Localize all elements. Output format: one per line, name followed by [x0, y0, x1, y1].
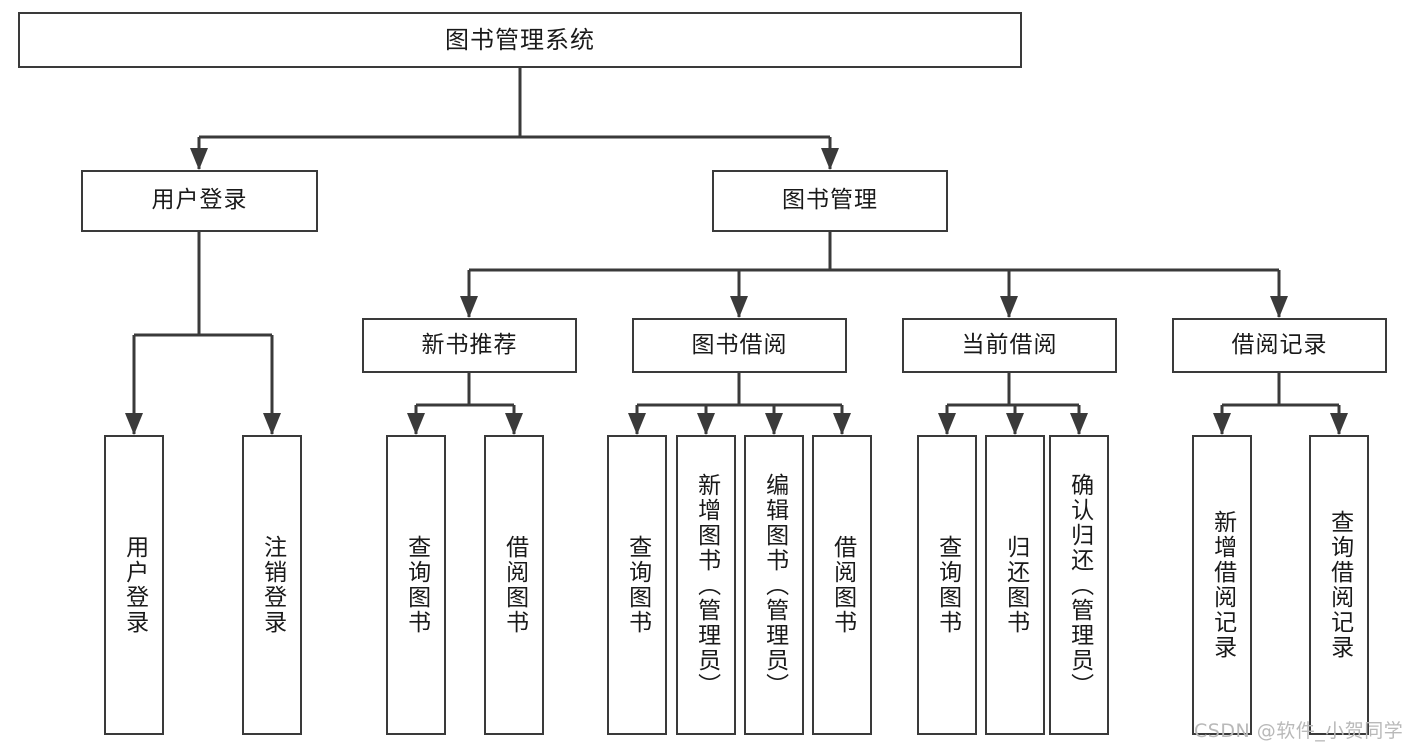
node-label: 查询图书: [624, 535, 651, 635]
node-label: 查询图书: [403, 535, 430, 635]
node-leaf-logout[interactable]: 注销登录: [242, 435, 302, 735]
edge-new-book-recommend-to-leaves-arrow-0: [407, 413, 425, 435]
edge-book-manage-to-level3-arrow-3: [1270, 296, 1288, 318]
node-root[interactable]: 图书管理系统: [18, 12, 1022, 68]
node-label: 注销登录: [259, 535, 286, 635]
node-current-borrow[interactable]: 当前借阅: [902, 318, 1117, 373]
node-book-manage[interactable]: 图书管理: [712, 170, 948, 232]
node-borrow-record[interactable]: 借阅记录: [1172, 318, 1387, 373]
node-label: 图书借阅: [691, 331, 788, 358]
node-label: 图书管理系统: [445, 25, 595, 54]
node-leaf-edit-book[interactable]: 编辑图书（管理员）: [744, 435, 804, 735]
edge-root-to-level2-arrow-0: [190, 148, 208, 170]
node-leaf-user-login[interactable]: 用户登录: [104, 435, 164, 735]
node-leaf-confirm-return[interactable]: 确认归还（管理员）: [1049, 435, 1109, 735]
node-label: 编辑图书（管理员）: [761, 472, 788, 698]
node-leaf-query-book-rec[interactable]: 查询图书: [386, 435, 446, 735]
node-book-borrow[interactable]: 图书借阅: [632, 318, 847, 373]
edge-book-borrow-to-leaves-arrow-0: [628, 413, 646, 435]
node-label: 新书推荐: [421, 331, 518, 358]
node-label: 借阅图书: [501, 535, 528, 635]
edge-book-manage-to-level3-arrow-0: [460, 296, 478, 318]
node-label: 用户登录: [121, 535, 148, 635]
watermark-text: CSDN @软件_小贺同学: [1194, 720, 1404, 742]
node-label: 借阅记录: [1231, 331, 1328, 358]
node-user-login[interactable]: 用户登录: [81, 170, 318, 232]
edge-current-borrow-to-leaves-arrow-1: [1006, 413, 1024, 435]
edge-root-to-level2-arrow-1: [821, 148, 839, 170]
edge-new-book-recommend-to-leaves-arrow-1: [505, 413, 523, 435]
node-label: 借阅图书: [829, 535, 856, 635]
edge-book-manage-to-level3-arrow-1: [730, 296, 748, 318]
node-label: 确认归还（管理员）: [1066, 472, 1093, 698]
node-label: 新增借阅记录: [1209, 510, 1236, 660]
edge-borrow-record-to-leaves-arrow-1: [1330, 413, 1348, 435]
edge-book-borrow-to-leaves-arrow-1: [697, 413, 715, 435]
node-leaf-query-book-borrow[interactable]: 查询图书: [607, 435, 667, 735]
edge-borrow-record-to-leaves-arrow-0: [1213, 413, 1231, 435]
node-label: 查询借阅记录: [1326, 510, 1353, 660]
node-label: 查询图书: [934, 535, 961, 635]
node-leaf-add-record[interactable]: 新增借阅记录: [1192, 435, 1252, 735]
node-leaf-query-book-cur[interactable]: 查询图书: [917, 435, 977, 735]
edge-user-login-to-leaves-arrow-1: [263, 413, 281, 435]
node-leaf-query-record[interactable]: 查询借阅记录: [1309, 435, 1369, 735]
node-leaf-return-book[interactable]: 归还图书: [985, 435, 1045, 735]
edge-book-manage-to-level3-arrow-2: [1000, 296, 1018, 318]
edge-book-borrow-to-leaves-arrow-3: [833, 413, 851, 435]
node-label: 当前借阅: [961, 331, 1058, 358]
edge-book-borrow-to-leaves-arrow-2: [765, 413, 783, 435]
node-leaf-add-book[interactable]: 新增图书（管理员）: [676, 435, 736, 735]
node-leaf-borrow-book[interactable]: 借阅图书: [812, 435, 872, 735]
edge-current-borrow-to-leaves-arrow-2: [1070, 413, 1088, 435]
node-new-book-recommend[interactable]: 新书推荐: [362, 318, 577, 373]
node-label: 用户登录: [151, 187, 248, 214]
edge-current-borrow-to-leaves-arrow-0: [938, 413, 956, 435]
edge-user-login-to-leaves-arrow-0: [125, 413, 143, 435]
node-label: 归还图书: [1002, 535, 1029, 635]
node-label: 新增图书（管理员）: [693, 472, 720, 698]
node-leaf-borrow-book-rec[interactable]: 借阅图书: [484, 435, 544, 735]
node-label: 图书管理: [782, 187, 878, 214]
